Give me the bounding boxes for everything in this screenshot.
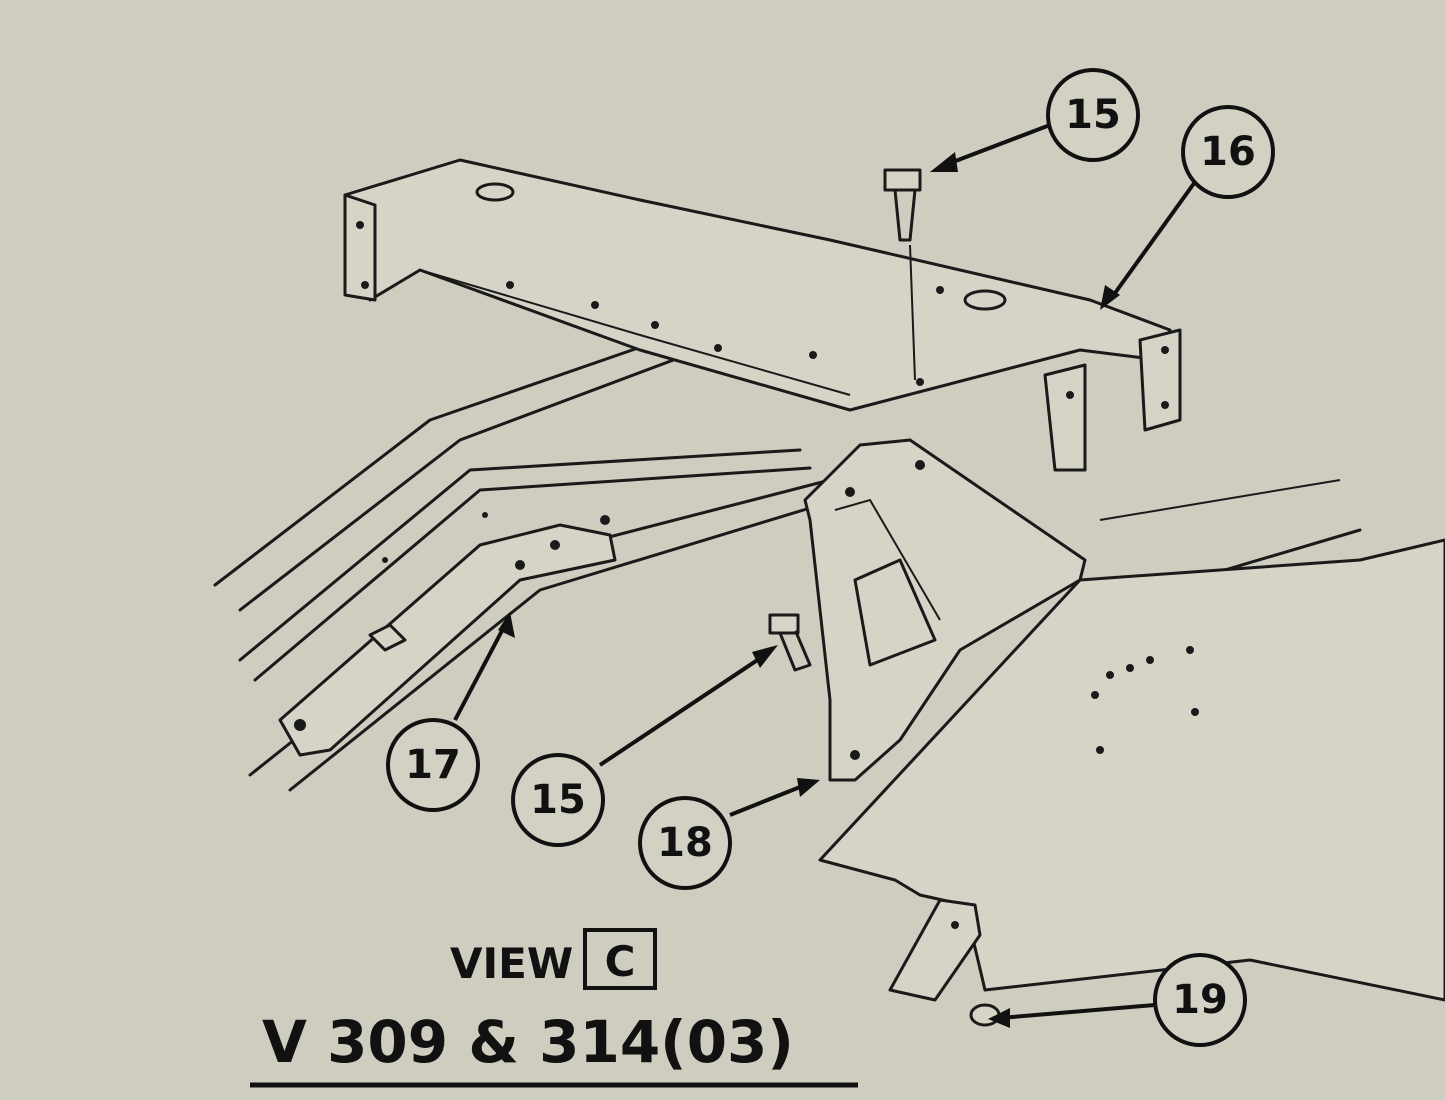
- callout-18: 18: [638, 796, 732, 890]
- callout-15-top-label: 15: [1065, 92, 1121, 138]
- view-label: VIEW C: [450, 928, 657, 990]
- model-text: V 309 & 314(03): [262, 1008, 794, 1076]
- callout-15-lower-label: 15: [530, 777, 586, 823]
- spring-clip: [888, 898, 982, 1002]
- callout-19: 19: [1153, 953, 1247, 1047]
- model-designation: V 309 & 314(03): [250, 1008, 858, 1088]
- chassis-rail-holes: [1091, 646, 1199, 754]
- callout-16-label: 16: [1200, 129, 1256, 175]
- side-bracket: [278, 512, 617, 757]
- bolt-top: [883, 168, 922, 381]
- view-word: VIEW: [450, 939, 573, 988]
- callout-19-label: 19: [1172, 977, 1228, 1023]
- bolt-lower: [768, 613, 812, 672]
- callout-15-top: 15: [1046, 68, 1140, 162]
- callout-15-lower: 15: [511, 753, 605, 847]
- crossmember: [343, 158, 1182, 472]
- leader-lines: [453, 123, 1202, 1028]
- callout-16: 16: [1181, 105, 1275, 199]
- support-bracket: [803, 438, 1087, 782]
- callout-17: 17: [386, 718, 480, 812]
- chassis-rail: [818, 538, 1445, 1002]
- callout-18-label: 18: [657, 820, 713, 866]
- callout-17-label: 17: [405, 742, 461, 788]
- nut: [969, 1003, 1001, 1027]
- view-letter: C: [605, 937, 636, 986]
